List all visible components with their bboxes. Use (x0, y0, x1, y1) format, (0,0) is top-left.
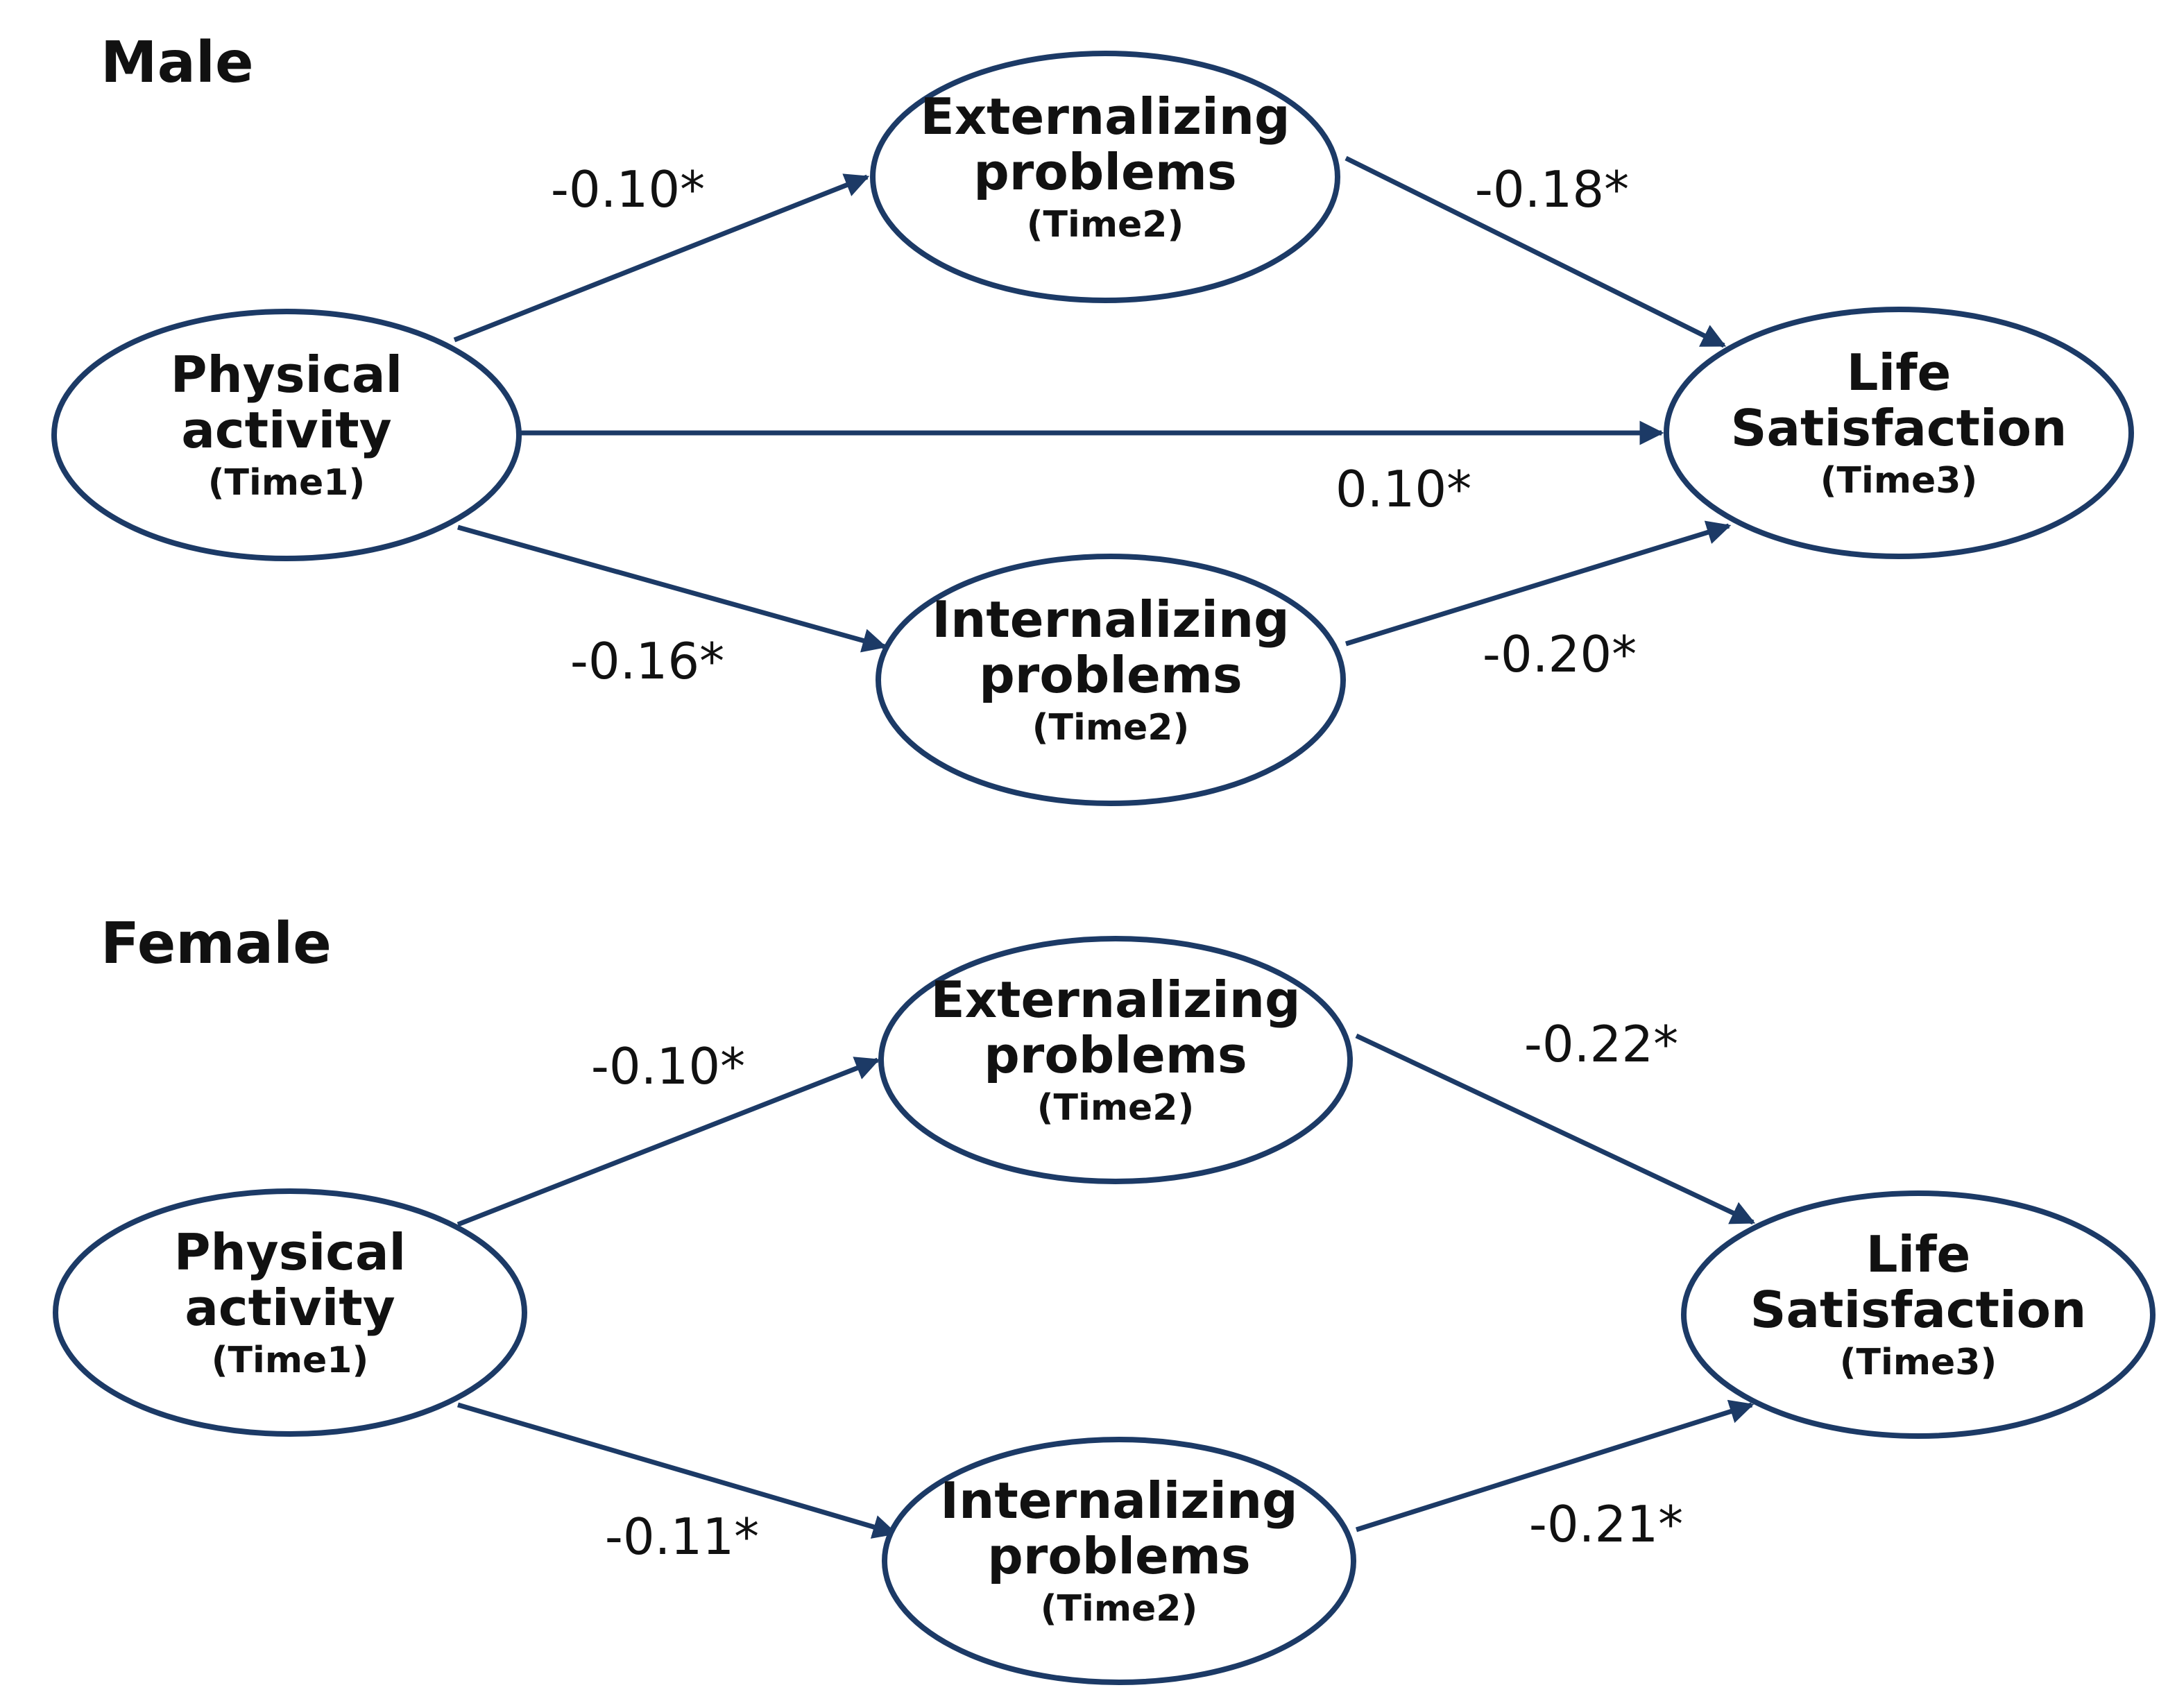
female-path-pa-ext-arrow (456, 1057, 880, 1227)
male-path-pa-ext-arrow (453, 173, 870, 343)
female-node-int-time: (Time2) (1041, 1588, 1197, 1630)
female-path-int-ls-arrow (1355, 1399, 1755, 1532)
female-path-ext-ls-coefficient: -0.22* (1524, 1015, 1678, 1073)
female-node-ls-ellipse (1681, 1190, 2156, 1439)
female-node-ls-label-line: Life (1866, 1225, 1971, 1283)
female-node-ext-ellipse (878, 936, 1353, 1184)
male-node-ls-label-line: Satisfaction (1731, 399, 2067, 457)
male-panel-title: Male (101, 30, 254, 96)
male-node-pa-label-line: activity (181, 401, 391, 459)
male-node-ext-ellipse (870, 51, 1340, 303)
male-path-pa-ls-coefficient: 0.10* (1335, 460, 1471, 518)
female-path-pa-int-coefficient: -0.11* (605, 1508, 759, 1566)
male-panel: Male -0.10* -0.18* 0.10* -0.16* -0.20* Physica… (51, 30, 2134, 806)
male-path-ext-ls-coefficient: -0.18* (1475, 160, 1629, 219)
male-node-ls-label-line: Life (1847, 343, 1952, 402)
female-node-int-label-line: problems (987, 1527, 1250, 1585)
male-node-pa-ellipse (51, 309, 522, 561)
female-node-ext-label-line: problems (984, 1026, 1247, 1084)
male-node-ext-time: (Time2) (1027, 204, 1184, 246)
male-node-ls-time: (Time3) (1820, 460, 1977, 502)
male-node-pa-time: (Time1) (208, 462, 365, 504)
male-node-ls-ellipse (1664, 307, 2134, 559)
female-panel-title: Female (101, 911, 332, 977)
female-node-ext-label-line: Externalizing (931, 971, 1301, 1029)
female-node-pa-ellipse (53, 1188, 527, 1437)
female-node-int-ellipse (882, 1437, 1356, 1685)
male-node-ext-label-line: Externalizing (921, 87, 1290, 146)
male-path-ext-ls-arrow (1345, 155, 1727, 348)
female-panel: Female -0.10* -0.22* -0.11* -0.21* Physicalac… (53, 911, 2156, 1685)
female-node-pa-label-line: activity (185, 1279, 395, 1337)
female-path-ext-ls-arrow (1355, 1033, 1756, 1225)
female-node-ext-time: (Time2) (1037, 1087, 1194, 1129)
male-node-int-time: (Time2) (1032, 707, 1189, 749)
male-node-int-label-line: problems (979, 646, 1242, 704)
female-node-ls-time: (Time3) (1840, 1342, 1997, 1383)
female-node-int-label-line: Internalizing (940, 1471, 1297, 1530)
female-path-pa-int-arrow (457, 1402, 898, 1539)
male-node-int-label-line: Internalizing (932, 590, 1289, 649)
male-path-int-ls-arrow (1345, 520, 1732, 647)
female-node-pa-time: (Time1) (212, 1340, 368, 1381)
female-path-int-ls-coefficient: -0.21* (1529, 1495, 1683, 1553)
female-node-ls-label-line: Satisfaction (1750, 1281, 2087, 1339)
female-node-pa-label-line: Physical (174, 1223, 406, 1281)
male-node-pa-label-line: Physical (171, 345, 402, 404)
male-path-int-ls-coefficient: -0.20* (1483, 625, 1637, 683)
male-node-ext-label-line: problems (973, 143, 1236, 201)
male-path-pa-int-coefficient: -0.16* (570, 632, 724, 690)
female-path-pa-ext-coefficient: -0.10* (591, 1037, 745, 1095)
male-node-int-ellipse (876, 554, 1346, 806)
male-path-pa-ext-coefficient: -0.10* (551, 160, 705, 219)
male-path-pa-int-arrow (457, 524, 887, 653)
